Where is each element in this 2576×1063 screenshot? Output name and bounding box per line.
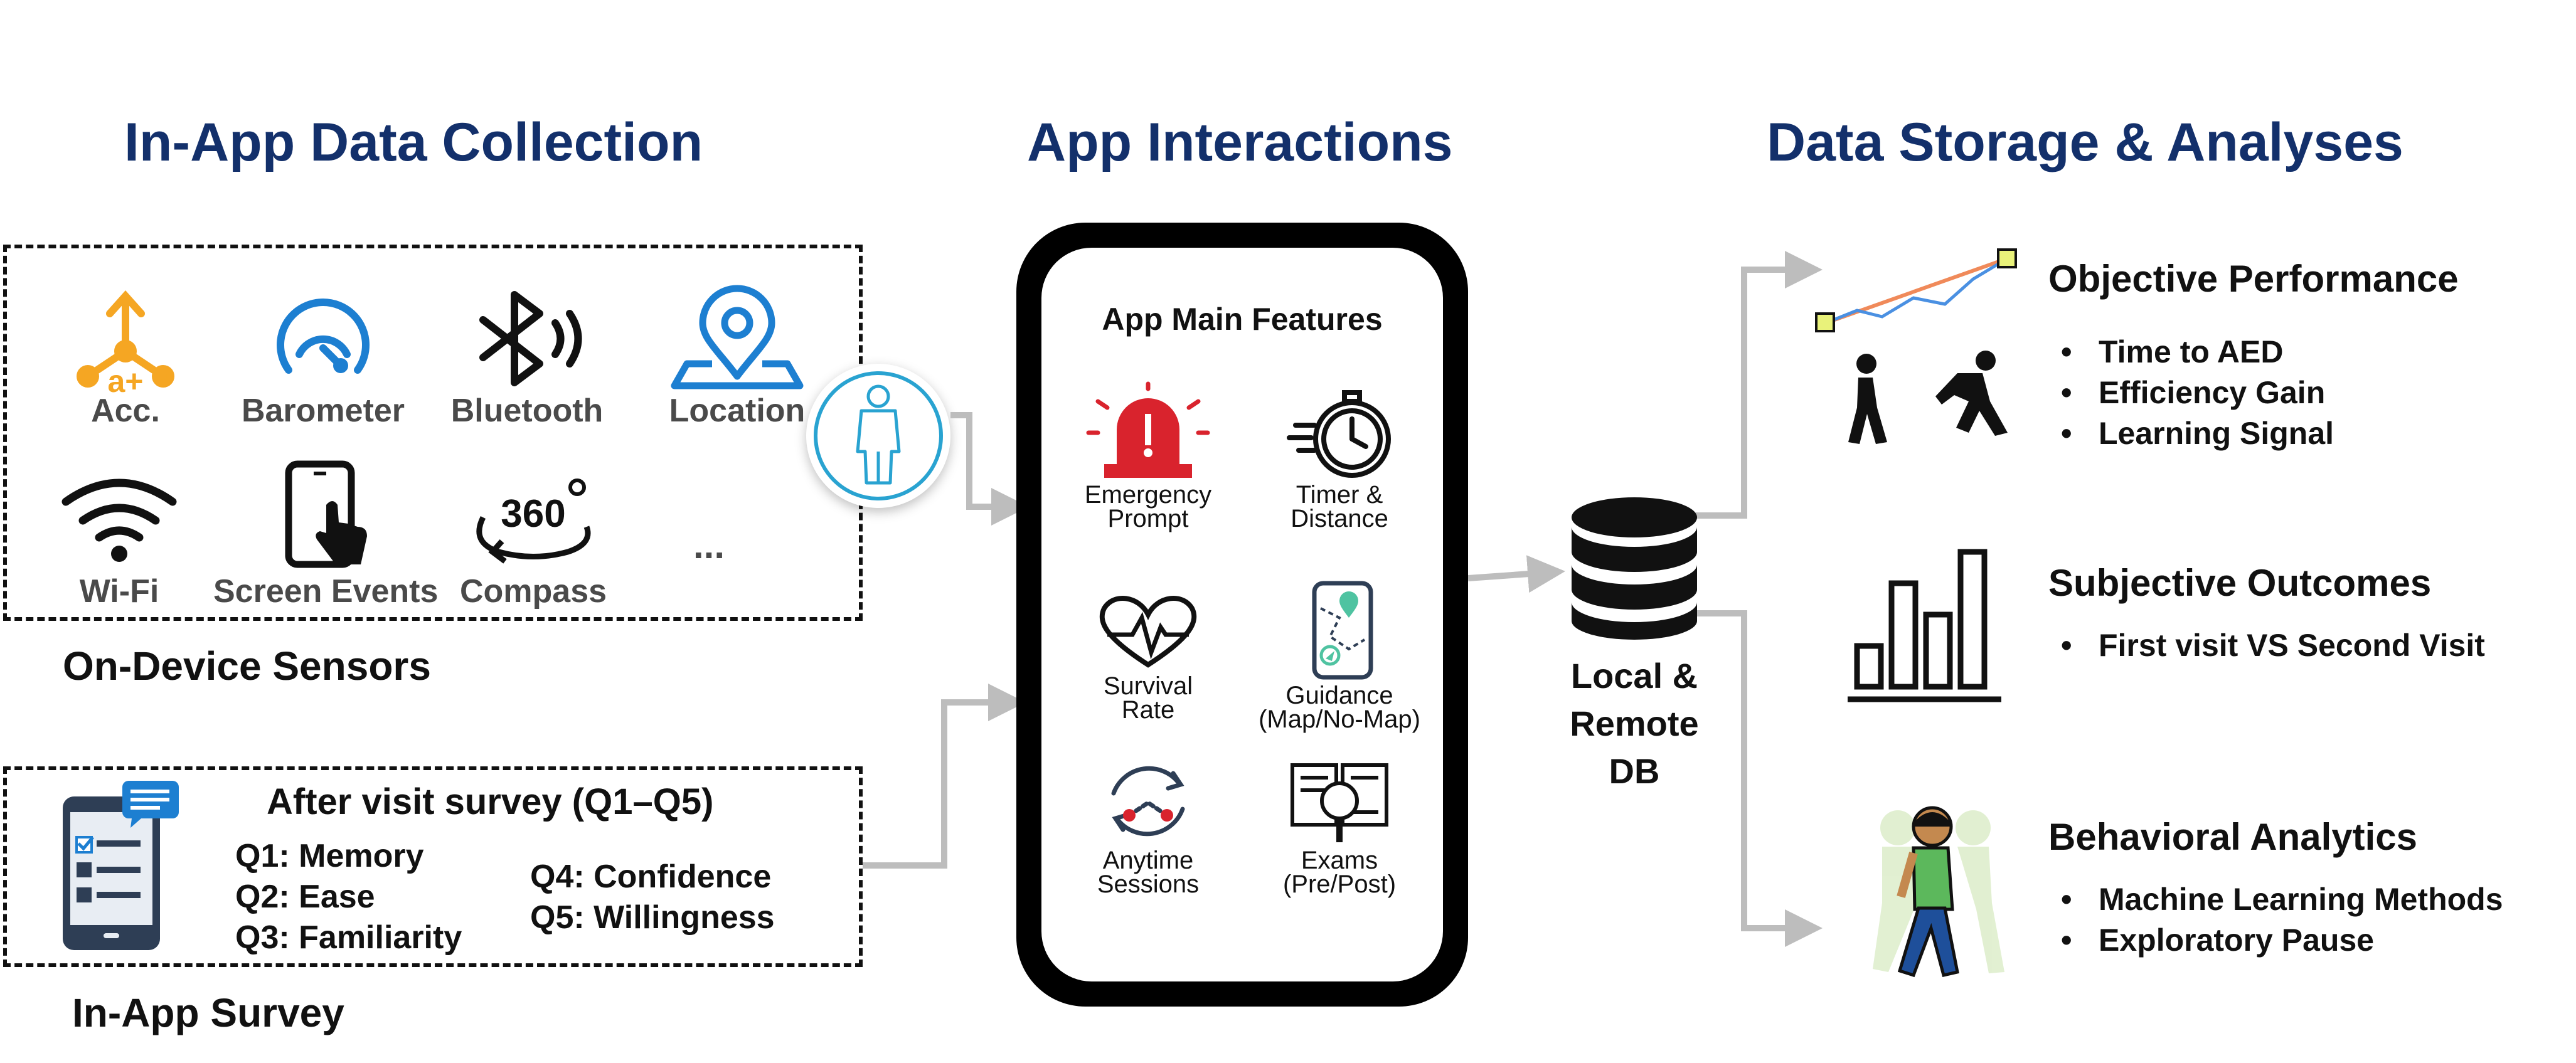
touchscreen-phone-icon (285, 460, 367, 568)
emergency-prompt-label: Emergency Prompt (1084, 481, 1212, 532)
wifi-label: Wi-Fi (79, 573, 159, 610)
exams-label: Exams (Pre/Post) (1282, 847, 1397, 898)
db-label: Local & Remote DB (1570, 656, 1699, 791)
feature-anytime-sessions: Anytime Sessions (1054, 756, 1242, 897)
arrow-app-to-db (1467, 555, 1565, 593)
feature-timer-distance: Timer & Distance (1245, 389, 1434, 531)
title-data-storage-analyses: Data Storage & Analyses (1767, 112, 2403, 172)
runner-figure (1935, 351, 2008, 436)
screen-events-label: Screen Events (213, 573, 439, 610)
compass-360-icon: 360 (476, 479, 591, 564)
exam-magnifier-icon (1291, 763, 1388, 842)
guidance-label: Guidance (Map/No-Map) (1259, 682, 1420, 733)
feature-guidance: Guidance (Map/No-Map) (1245, 581, 1434, 732)
database-icon (1572, 497, 1697, 640)
compass-label: Compass (459, 573, 607, 610)
anytime-sessions-label: Anytime Sessions (1097, 847, 1200, 898)
survey-q3: Q3: Familiarity (235, 919, 462, 956)
app-main-features-title: App Main Features (1102, 302, 1383, 337)
survey-phone-icon (63, 781, 179, 950)
objective-bullet-1: Time to AED (2061, 334, 2284, 370)
bluetooth-icon (479, 291, 582, 386)
survey-q2: Q2: Ease (235, 879, 375, 915)
behavioral-analytics-title: Behavioral Analytics (2048, 816, 2418, 858)
person-icon (814, 371, 943, 500)
survey-q1: Q1: Memory (235, 838, 424, 874)
survey-box (3, 766, 863, 967)
survey-q4: Q4: Confidence (530, 859, 772, 895)
objective-performance-title: Objective Performance (2048, 258, 2459, 300)
arrow-survey-to-app (863, 684, 1026, 869)
sensor-compass: 360 Compass (439, 473, 627, 610)
survey-title: After visit survey (Q1–Q5) (267, 781, 714, 822)
bluetooth-label: Bluetooth (450, 393, 604, 429)
walking-person-icon (1873, 806, 2004, 978)
timer-distance-label: Timer & Distance (1291, 481, 1388, 532)
on-device-sensors-label: On-Device Sensors (63, 643, 431, 689)
sensor-barometer: Barometer (229, 288, 417, 429)
location-label: Location (669, 393, 806, 429)
user-badge (806, 364, 950, 508)
subjective-outcomes-title: Subjective Outcomes (2048, 562, 2432, 604)
barometer-icon (277, 299, 370, 374)
barometer-label: Barometer (241, 393, 405, 429)
map-guidance-icon (1312, 581, 1373, 680)
arrow-db-to-objective (1694, 251, 1823, 519)
objective-bullet-2: Efficiency Gain (2061, 374, 2325, 411)
title-app-interactions: App Interactions (1027, 112, 1453, 172)
wifi-icon (61, 479, 177, 562)
behavioral-bullet-1: Machine Learning Methods (2061, 881, 2503, 918)
survival-rate-label: Survival Rate (1103, 672, 1193, 724)
in-app-survey-label: In-App Survey (72, 990, 344, 1035)
arrow-db-to-behavioral (1694, 610, 1823, 947)
arrow-sensors-to-app (950, 412, 1029, 526)
heart-rate-icon (1099, 596, 1197, 668)
phone-frame: App Main Features Emergency Prompt (1016, 223, 1468, 1007)
stopwatch-icon (1287, 390, 1391, 478)
performance-chart-icon (1815, 248, 2017, 444)
subjective-bullet-1: First visit VS Second Visit (2061, 627, 2485, 664)
sensor-location: Location (643, 285, 831, 429)
svg-text:a+: a+ (107, 364, 143, 399)
title-in-app-data-collection: In-App Data Collection (124, 112, 703, 172)
feature-exams: Exams (Pre/Post) (1245, 756, 1434, 897)
location-pin-icon (671, 285, 804, 389)
feature-survival-rate: Survival Rate (1054, 590, 1242, 722)
more-sensors-ellipsis: ... (693, 524, 725, 566)
walker-figure (1848, 354, 1887, 444)
sensor-accelerometer: a+ Acc. (31, 288, 220, 429)
alarm-siren-icon (1086, 381, 1210, 478)
objective-bullet-3: Learning Signal (2061, 415, 2334, 452)
phone-screen: App Main Features Emergency Prompt (1041, 248, 1443, 981)
anytime-route-icon (1111, 766, 1185, 837)
sensor-bluetooth: Bluetooth (433, 288, 621, 429)
behavioral-bullet-2: Exploratory Pause (2061, 922, 2374, 958)
sensor-wifi: Wi-Fi (25, 473, 213, 610)
survey-q5: Q5: Willingness (530, 899, 775, 936)
acc-label: Acc. (91, 393, 160, 429)
sensor-screen-events: Screen Events (213, 460, 438, 610)
bar-chart-icon (1848, 549, 2001, 702)
compass-360-glyph: 360 (501, 492, 565, 536)
feature-emergency-prompt: Emergency Prompt (1054, 381, 1242, 531)
accelerometer-icon: a+ (77, 290, 174, 399)
